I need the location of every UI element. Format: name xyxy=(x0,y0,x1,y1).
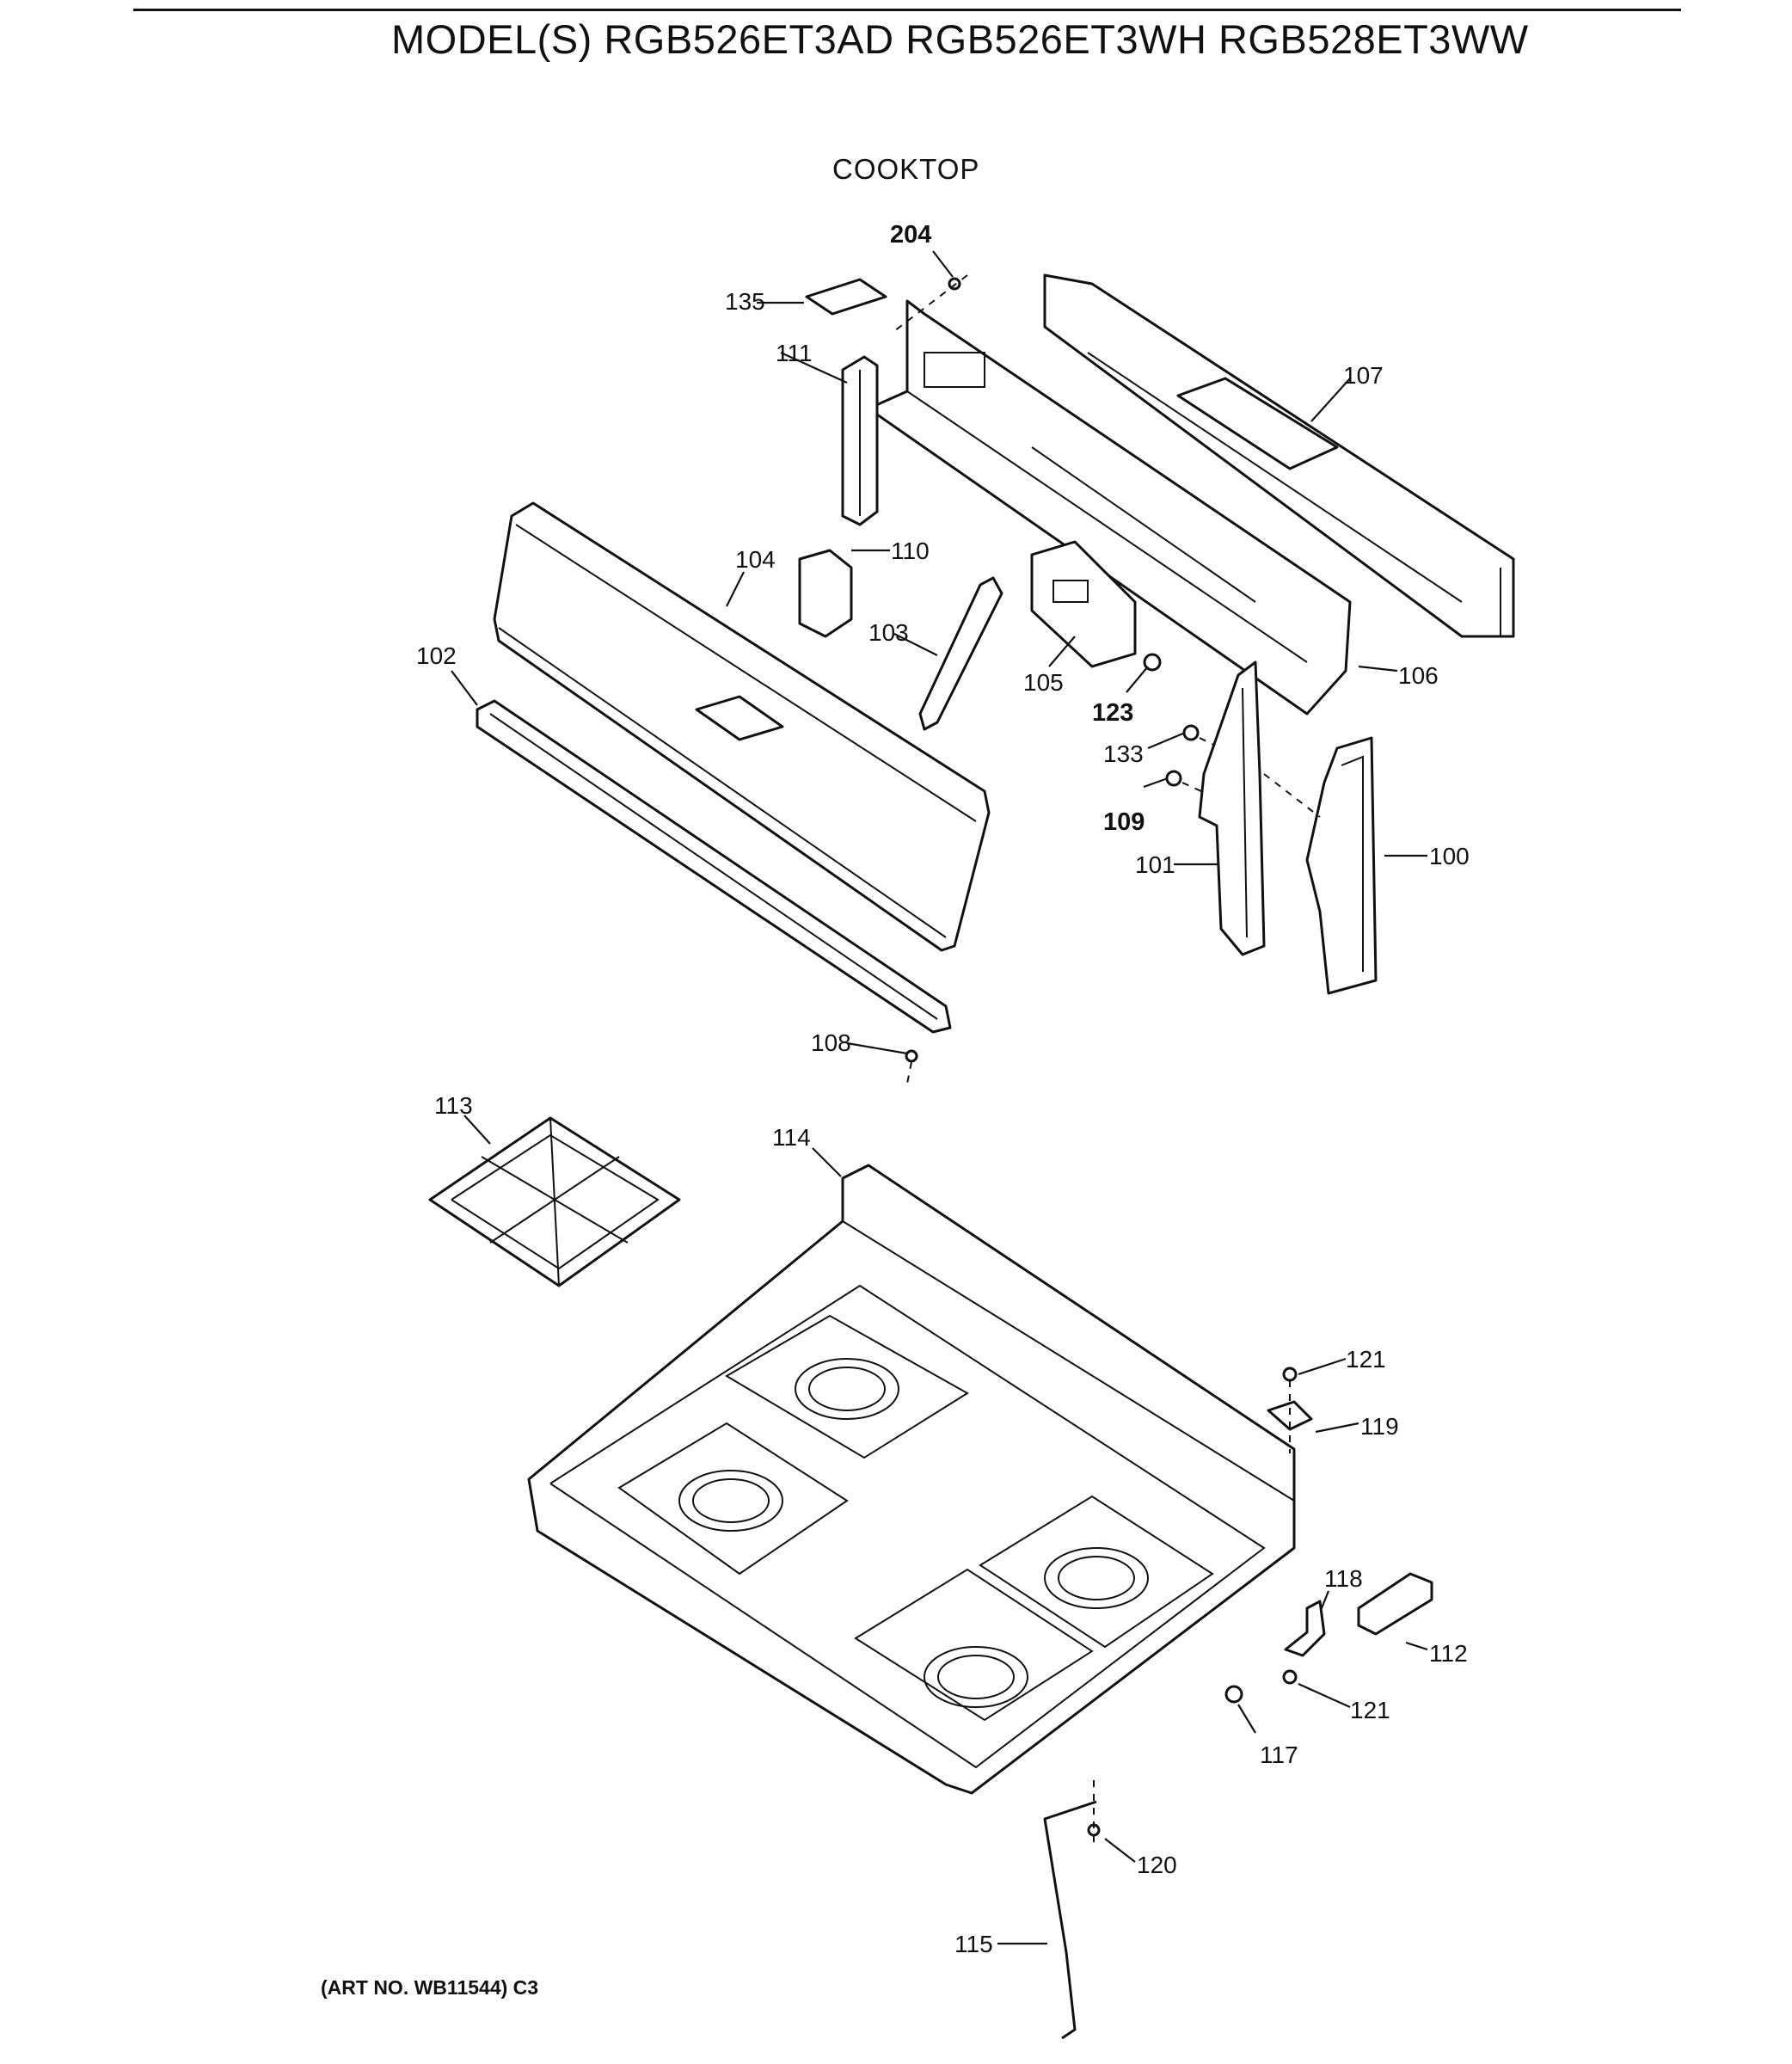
part-113-grate[interactable] xyxy=(428,1116,681,1287)
part-104-control-panel[interactable] xyxy=(493,501,991,952)
part-119-hinge[interactable] xyxy=(1267,1380,1313,1453)
callout-101: 101 xyxy=(1135,851,1175,878)
part-106-backguard[interactable] xyxy=(867,299,1352,716)
part-101-end-bracket[interactable] xyxy=(1198,660,1266,956)
part-112-hinge-block[interactable] xyxy=(1357,1572,1433,1636)
callout-109: 109 xyxy=(1103,808,1145,836)
part-204-screw[interactable] xyxy=(893,274,968,332)
callout-113: 113 xyxy=(434,1092,473,1119)
model-title: MODEL(S) RGB526ET3AD RGB526ET3WH RGB528E… xyxy=(391,16,1529,62)
part-103-bracket[interactable] xyxy=(918,576,1003,731)
part-120-screw[interactable] xyxy=(1087,1780,1101,1849)
part-121-screw-top[interactable] xyxy=(1282,1367,1298,1382)
art-number: (ART NO. WB11544) C3 xyxy=(321,1976,539,1999)
part-135-bracket[interactable] xyxy=(805,278,887,316)
part-121-screw-bottom[interactable] xyxy=(1282,1669,1298,1685)
part-102-trim-strip[interactable] xyxy=(476,699,952,1034)
callout-105: 105 xyxy=(1023,669,1064,696)
callout-135: 135 xyxy=(725,288,765,315)
callout-117: 117 xyxy=(1260,1742,1298,1768)
callout-133: 133 xyxy=(1103,740,1144,767)
part-115-rod[interactable] xyxy=(1043,1800,1097,2040)
callout-114: 114 xyxy=(772,1124,811,1151)
callout-204: 204 xyxy=(890,221,931,249)
callout-118: 118 xyxy=(1324,1565,1363,1592)
part-110-switch[interactable] xyxy=(798,549,853,638)
part-118-bracket[interactable] xyxy=(1284,1600,1326,1657)
callout-120: 120 xyxy=(1137,1852,1177,1878)
header-rule xyxy=(133,9,1681,11)
part-107-top-trim[interactable] xyxy=(1043,273,1515,638)
part-100-end-cap[interactable] xyxy=(1263,736,1378,995)
callout-123: 123 xyxy=(1092,699,1133,727)
callout-103: 103 xyxy=(868,619,909,646)
part-117-nut[interactable] xyxy=(1224,1685,1243,1704)
part-108-screw[interactable] xyxy=(905,1049,918,1084)
callout-100: 100 xyxy=(1429,843,1470,869)
part-105-timer[interactable] xyxy=(1030,540,1137,668)
callout-115: 115 xyxy=(954,1931,993,1957)
callout-121-top: 121 xyxy=(1346,1346,1386,1373)
callout-119: 119 xyxy=(1360,1413,1399,1440)
part-114-cooktop[interactable] xyxy=(527,1164,1296,1795)
callout-104: 104 xyxy=(735,546,776,573)
leader-lines xyxy=(451,250,1428,1945)
part-123-nut[interactable] xyxy=(1143,653,1162,672)
callout-106: 106 xyxy=(1398,662,1439,689)
part-111-side-bracket[interactable] xyxy=(841,355,879,526)
callout-107: 107 xyxy=(1343,362,1384,389)
callout-labels: 204 135 111 107 104 110 103 105 123 133 … xyxy=(416,221,1470,1957)
callout-111: 111 xyxy=(776,340,813,366)
callout-121-bottom: 121 xyxy=(1350,1697,1390,1723)
callout-108: 108 xyxy=(811,1029,851,1056)
callout-112: 112 xyxy=(1429,1640,1468,1667)
section-title: COOKTOP xyxy=(832,153,980,185)
callout-102: 102 xyxy=(416,642,457,669)
callout-110: 110 xyxy=(891,538,930,564)
